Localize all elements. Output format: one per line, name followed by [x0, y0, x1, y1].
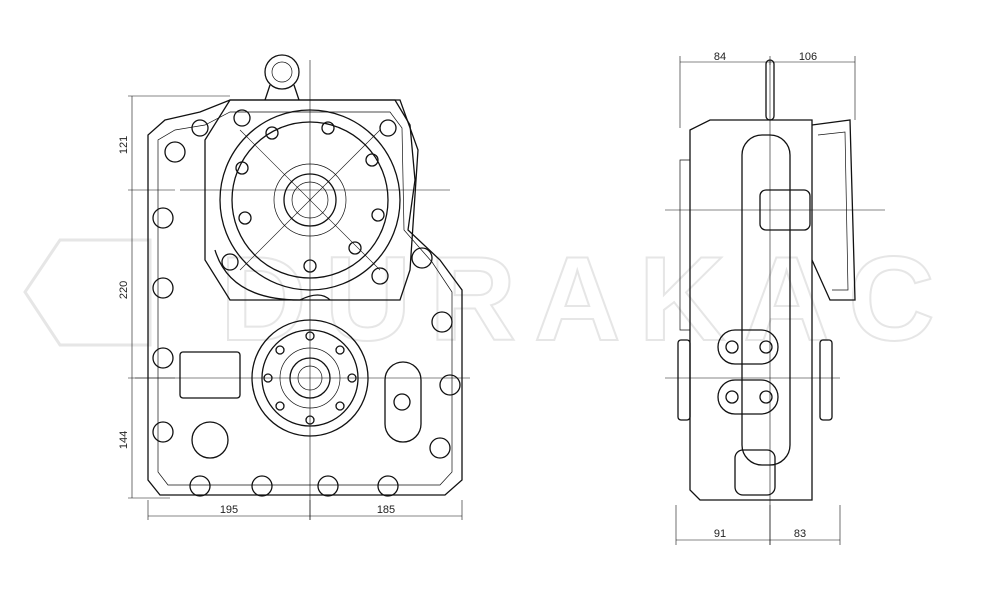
side-shafts: [717, 134, 811, 496]
perimeter-bolts: [152, 119, 461, 497]
side-view: 84 106 91 83: [665, 51, 885, 545]
watermark: DURAKAC: [23, 231, 953, 367]
front-view: 121 220 144 195 185: [118, 54, 470, 520]
watermark-text: DURAKAC: [220, 232, 953, 366]
dim-195: 195: [220, 504, 238, 516]
dim-121: 121: [118, 136, 130, 154]
dim-106: 106: [799, 51, 817, 63]
dim-83: 83: [794, 528, 806, 540]
lower-flange-bolts: [263, 331, 357, 425]
dim-91: 91: [714, 528, 726, 540]
dim-220: 220: [118, 281, 130, 299]
dim-185: 185: [377, 504, 395, 516]
upper-flange-bolts: [221, 109, 397, 285]
dim-144: 144: [118, 431, 130, 449]
dim-84: 84: [714, 51, 726, 63]
